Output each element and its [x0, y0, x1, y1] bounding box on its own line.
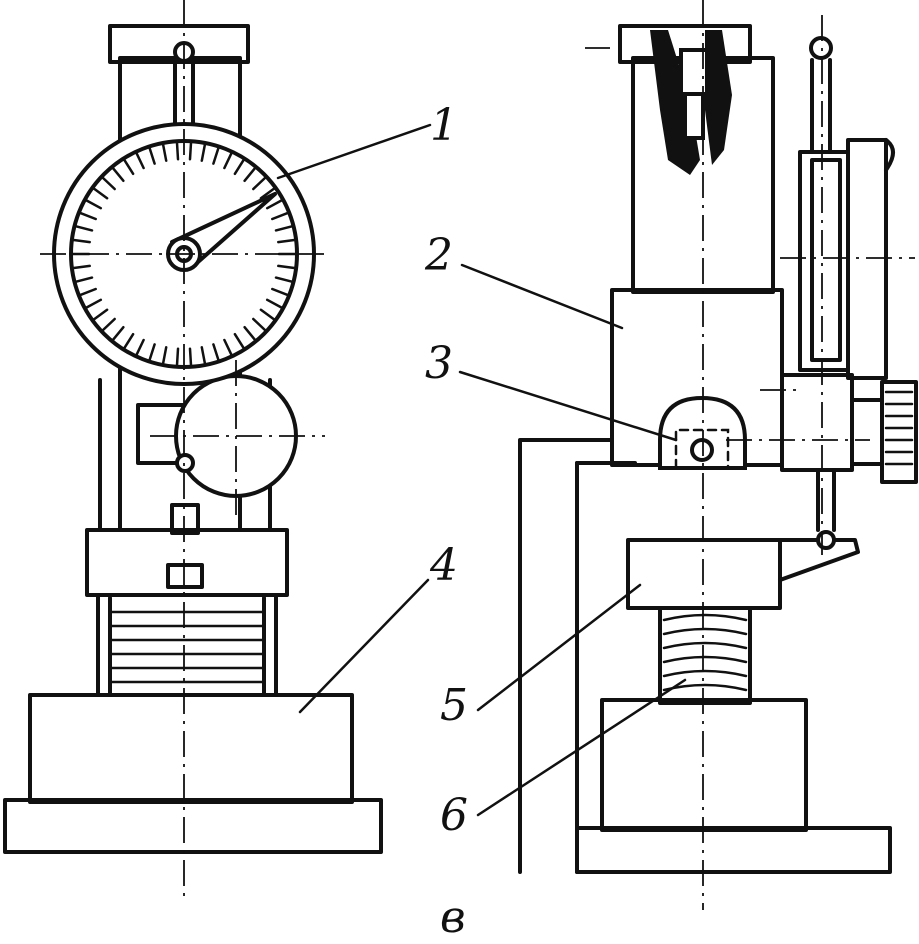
side-frame	[518, 373, 614, 874]
dial-tick	[161, 141, 168, 162]
dial-tick	[259, 186, 277, 200]
dial-tick	[252, 317, 268, 333]
dial-tick	[161, 346, 168, 367]
dial-tick	[271, 287, 291, 297]
dial-tick	[243, 165, 258, 183]
dial-tick	[73, 224, 94, 232]
dial-tick	[277, 238, 298, 244]
dial-tick	[212, 145, 221, 165]
label-hinge: 3	[425, 338, 453, 389]
dial-tick	[188, 347, 193, 369]
dial-tick	[91, 308, 109, 322]
dial-tick	[175, 139, 180, 161]
leader-lines	[276, 123, 687, 817]
side-view	[518, 0, 918, 910]
dial-tick	[271, 211, 291, 221]
dial-tick	[110, 165, 125, 183]
dial-tick	[200, 141, 207, 162]
dial-tick	[233, 157, 246, 176]
dial-tick	[70, 238, 91, 244]
dial-tick	[83, 198, 103, 210]
side-knurl-lines	[884, 390, 914, 466]
dial-tick	[77, 287, 97, 297]
side-screw	[658, 606, 752, 705]
side-knurled-wheel	[880, 380, 918, 484]
dial-tick	[223, 338, 234, 358]
dial-tick	[233, 332, 246, 351]
dial-tick	[200, 346, 207, 367]
dial-tick	[265, 198, 285, 210]
label-bracket: 2	[424, 230, 453, 281]
front-spring-coils	[108, 596, 266, 697]
dial-tick	[77, 211, 97, 221]
dial-tick	[134, 338, 145, 358]
side-screw-threads	[662, 613, 748, 692]
dial-tick	[110, 325, 125, 343]
dial-tick	[212, 343, 221, 363]
side-table	[626, 538, 782, 610]
dial-tick	[122, 332, 135, 351]
side-indicator-holder	[780, 373, 854, 472]
side-base-plate	[575, 826, 892, 874]
dial-tick	[265, 298, 285, 310]
front-top-cap	[108, 24, 250, 64]
dial-tick	[243, 325, 258, 343]
dial-tick	[274, 276, 295, 284]
dial-tick	[70, 264, 91, 270]
label-dial-indicator: 1	[430, 100, 458, 151]
front-base-block	[28, 693, 354, 804]
dial-tick	[122, 157, 135, 176]
dial-tick	[100, 175, 116, 191]
dial-tick	[223, 150, 234, 170]
label-screw: 6	[440, 790, 468, 841]
labels: 1 2 3 4 5 6 в	[424, 100, 468, 943]
label-base: 4	[429, 540, 458, 591]
dial-tick	[147, 343, 156, 363]
dial-tick	[147, 145, 156, 165]
dial-tick	[91, 186, 109, 200]
dial-tick	[73, 276, 94, 284]
figure-caption: в	[440, 892, 466, 943]
dial-pointer	[170, 192, 277, 264]
dial-tick	[252, 175, 268, 191]
side-indicator-dial	[846, 138, 888, 380]
dial-tick	[100, 317, 116, 333]
front-spring-housing	[96, 593, 278, 697]
dial-tick	[83, 298, 103, 310]
dial-tick	[274, 224, 295, 232]
dial-tick	[175, 347, 180, 369]
dial-tick	[134, 150, 145, 170]
dial-tick	[188, 139, 193, 161]
side-base-block	[600, 698, 808, 832]
label-table: 5	[440, 680, 468, 731]
front-base-plate	[3, 798, 383, 854]
front-view	[3, 0, 383, 900]
dial-tick	[259, 308, 277, 322]
dial-ticks	[69, 139, 299, 369]
side-knurled-knob	[850, 398, 884, 466]
dial-tick	[277, 264, 298, 270]
